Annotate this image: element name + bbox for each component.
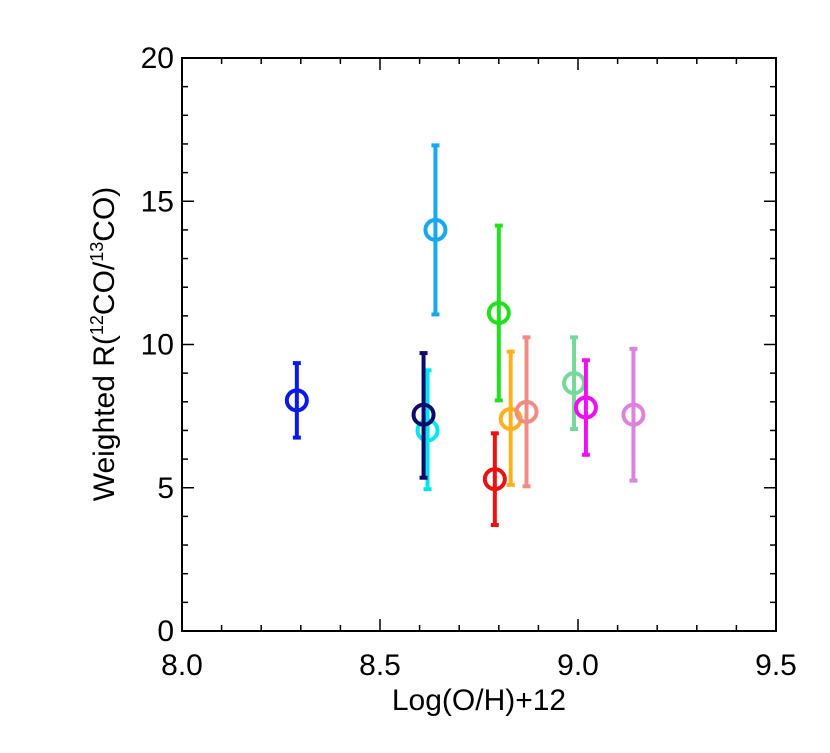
data-point [415,368,440,492]
y-tick-labels: 0 5 10 15 20 [141,42,174,648]
point-marker [514,399,539,424]
data-point [573,358,598,457]
x-tick-label: 9.5 [755,649,797,682]
x-axis-label: Log(O/H)+12 [392,684,566,717]
y-tick-label: 15 [141,185,174,218]
x-tick-label: 8.5 [359,649,401,682]
point-marker [284,388,309,413]
x-tick-labels: 8.0 8.5 9.0 9.5 [161,649,797,682]
point-marker [411,402,436,427]
data-point [423,143,448,317]
y-axis-label: Weighted R(12CO/13CO) [87,187,121,502]
axis-ticks [181,57,777,632]
data-point [482,431,507,527]
point-marker [415,418,440,443]
y-tick-label: 10 [141,329,174,362]
y-tick-label: 0 [157,615,174,648]
x-tick-label: 9.0 [557,649,599,682]
data-point [486,223,511,403]
data-point [621,346,646,483]
y-tick-label: 20 [141,42,174,75]
data-point [284,361,309,440]
point-marker [573,395,598,420]
data-points [284,143,646,527]
data-point [411,351,436,480]
data-point [514,335,539,489]
point-marker [482,467,507,492]
point-marker [423,217,448,242]
y-tick-label: 5 [157,472,174,505]
point-marker [486,300,511,325]
x-tick-label: 8.0 [161,649,203,682]
plot-frame [181,57,777,632]
point-marker [621,402,646,427]
